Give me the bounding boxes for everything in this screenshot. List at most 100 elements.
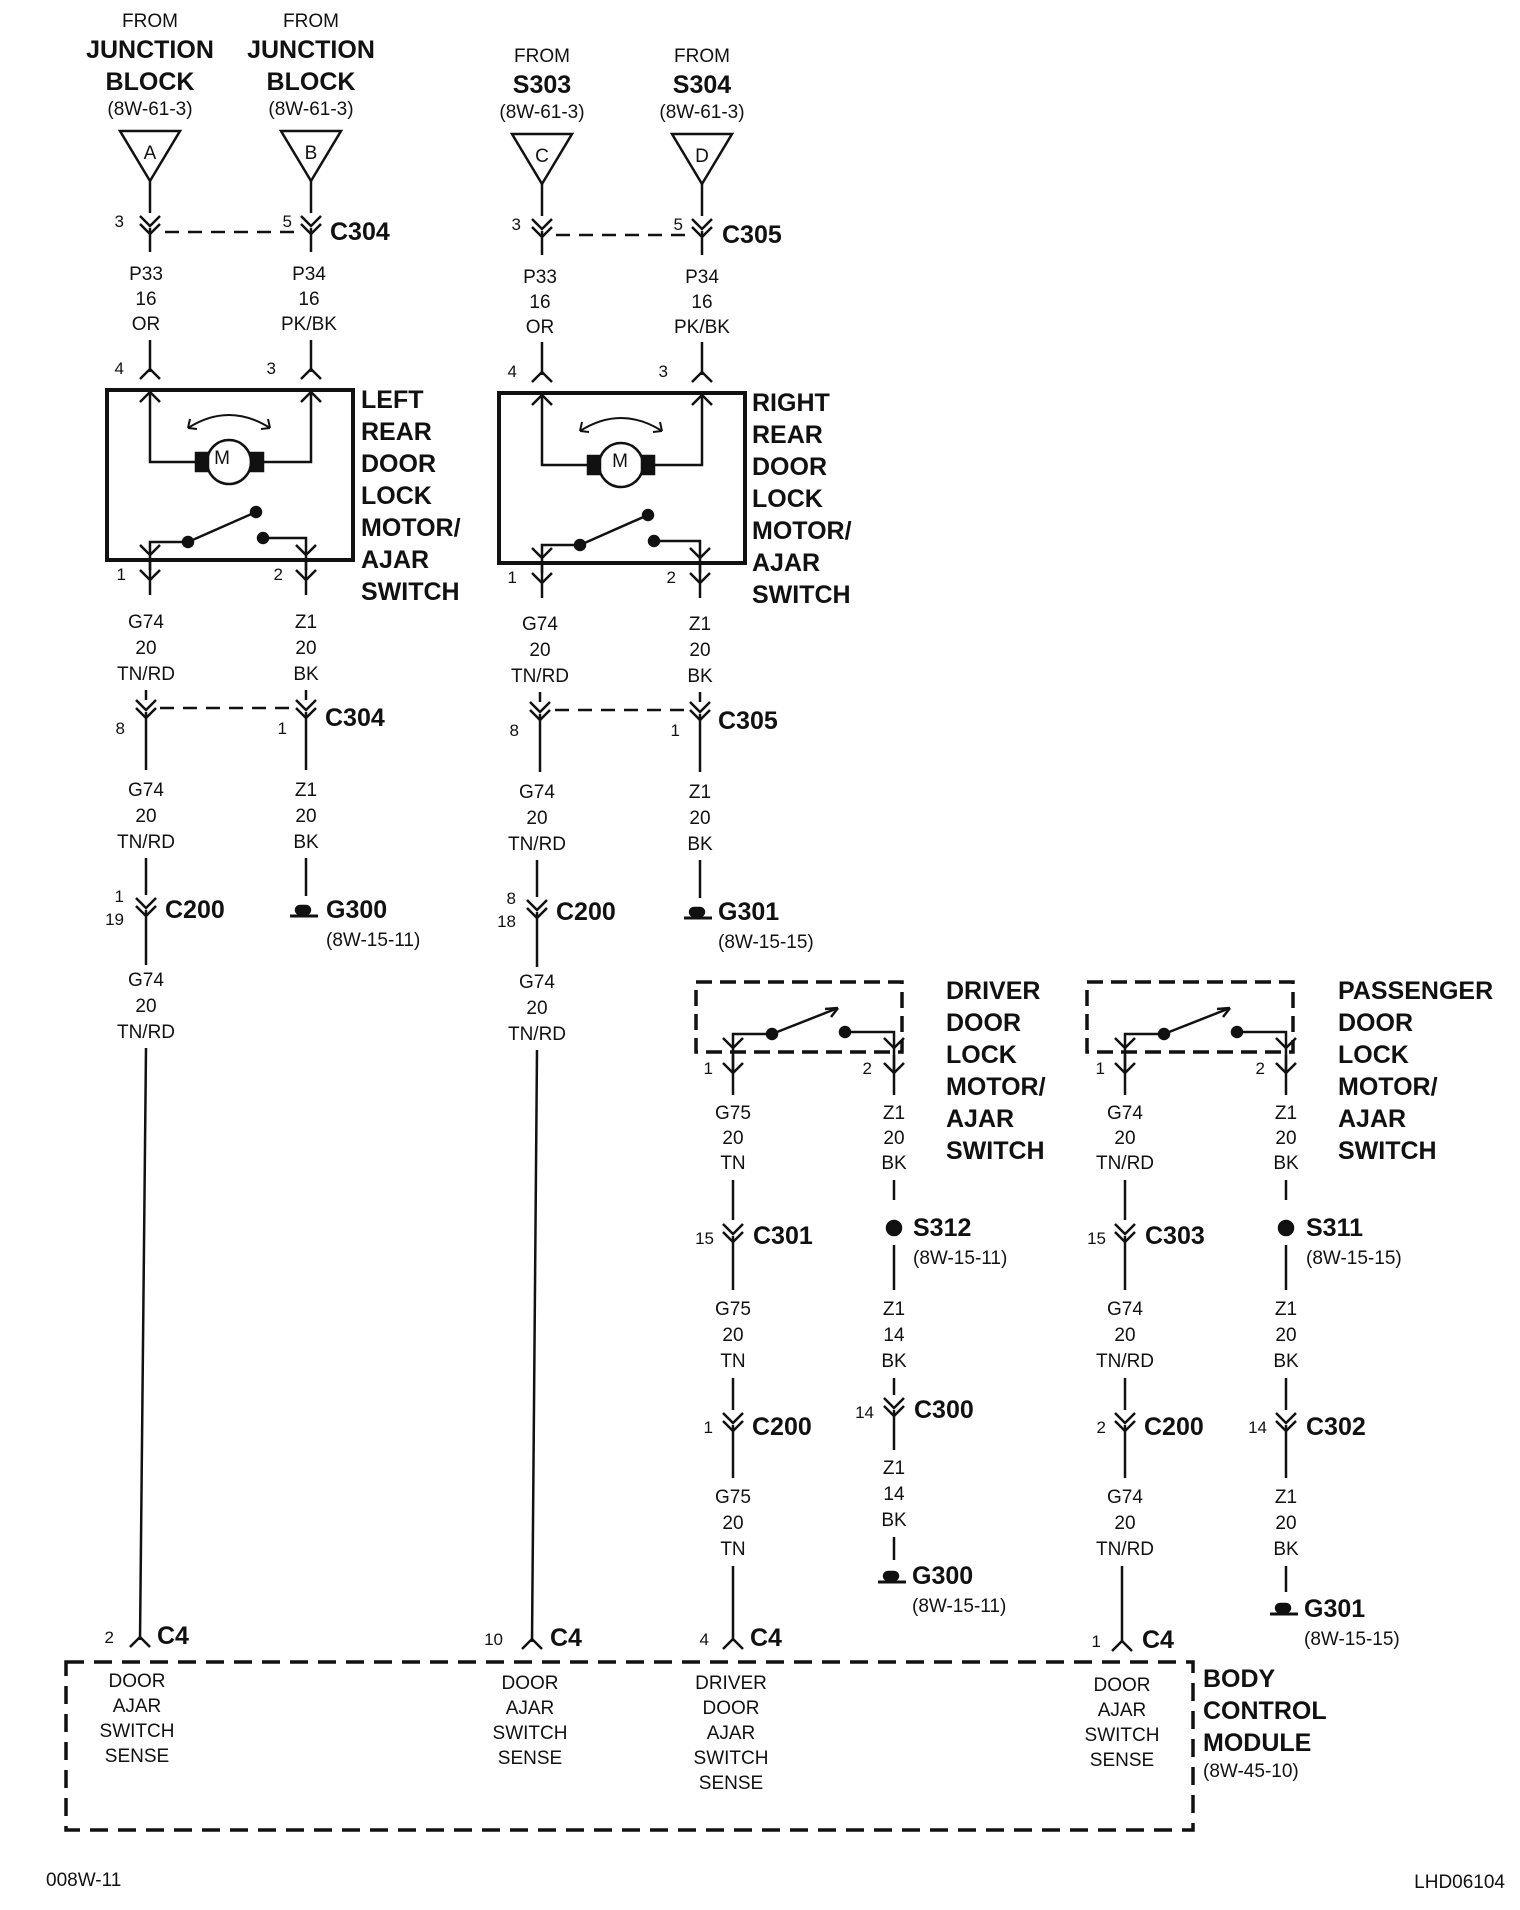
passenger-c303-s311 [1113, 1180, 1295, 1290]
sense1-l4: SENSE [105, 1746, 169, 1767]
pin-5-d: 5 [674, 215, 683, 234]
left-rear-l4: LOCK [361, 482, 432, 510]
ground-g300-driver-ref: (8W-15-11) [912, 1596, 1006, 1617]
wire-g74-color-l2: TN/RD [117, 832, 175, 853]
pin-8-right: 8 [510, 721, 519, 740]
right-rear-c200 [525, 860, 714, 967]
wire-z1-color-l2: BK [293, 832, 319, 853]
wire-z1-color-d3: BK [881, 1510, 907, 1531]
passenger-switch [1085, 980, 1298, 1095]
pin-3-right: 3 [659, 362, 668, 381]
pin-1-c305: 1 [671, 721, 680, 740]
splice-s312-ref: (8W-15-11) [913, 1248, 1007, 1269]
driver-bottom [731, 1537, 908, 1640]
bcm-sense-driver: DRIVER DOOR AJAR SWITCH SENSE [694, 1673, 769, 1794]
left-rear-c304-lower [134, 690, 318, 770]
connector-c304-lower: C304 [325, 704, 385, 732]
wire-g74-gauge-r3: 20 [526, 998, 547, 1019]
passenger-l1: PASSENGER [1338, 977, 1493, 1005]
left-rear-l7: SWITCH [361, 578, 460, 606]
right-rear-motor [497, 342, 747, 598]
wire-p34-gauge: 16 [298, 289, 319, 310]
wire-z1-color-r1: BK [687, 666, 713, 687]
wire-g75-code-d3: G75 [715, 1487, 751, 1508]
right-rear-l1: RIGHT [752, 389, 830, 417]
left-rear-l3: DOOR [361, 450, 436, 478]
passenger-c200-c302 [1113, 1378, 1298, 1478]
motor-m-left: M [214, 448, 230, 469]
source-a-letter: A [144, 143, 157, 164]
sense2-l1: DOOR [502, 1673, 559, 1694]
connector-c4-4: C4 [1142, 1626, 1174, 1654]
pin-4-c4: 4 [700, 1630, 709, 1649]
sense2-l2: AJAR [506, 1698, 555, 1719]
wire-z1-gauge-l1: 20 [295, 638, 316, 659]
wire-g74-gauge-p1: 20 [1114, 1128, 1135, 1149]
sense1-l2: AJAR [113, 1696, 162, 1717]
driver-c301-s312 [721, 1180, 903, 1290]
wire-p33-code-r: P33 [523, 267, 557, 288]
wire-z1-code-p1: Z1 [1275, 1103, 1297, 1124]
bcm-sense-2: DOOR AJAR SWITCH SENSE [493, 1673, 568, 1769]
right-rear-l6: AJAR [752, 549, 820, 577]
wire-z1-gauge-r2: 20 [689, 808, 710, 829]
driver-l6: SWITCH [946, 1137, 1045, 1165]
passenger-l4: MOTOR/ [1338, 1073, 1438, 1101]
passenger-label: PASSENGER DOOR LOCK MOTOR/ AJAR SWITCH [1338, 977, 1493, 1165]
wire-g74-gauge-l1: 20 [135, 638, 156, 659]
left-rear-l2: REAR [361, 418, 432, 446]
passenger-l5: AJAR [1338, 1105, 1406, 1133]
wire-z1-color-d1: BK [881, 1153, 907, 1174]
wire-z1-gauge-p2: 20 [1275, 1325, 1296, 1346]
pin-1-c200-left: 1 [115, 887, 124, 906]
left-rear-l1: LEFT [361, 386, 424, 414]
wire-p34-color: PK/BK [281, 314, 337, 335]
pin-4-right: 4 [508, 362, 517, 381]
connector-c304-top: C304 [330, 218, 390, 246]
source-b-triangle [278, 129, 344, 184]
right-rear-c305-lower [528, 692, 712, 772]
right-rear-l7: SWITCH [752, 581, 851, 609]
source-a: FROM JUNCTION BLOCK (8W-61-3) A [86, 11, 214, 184]
passenger-l3: LOCK [1338, 1041, 1409, 1069]
wire-g74-code-l3: G74 [128, 970, 164, 991]
wire-g74-gauge-l2: 20 [135, 806, 156, 827]
wire-z1-code-r1: Z1 [689, 614, 711, 635]
right-rear-l2: REAR [752, 421, 823, 449]
motor-m-right: M [612, 451, 628, 472]
wire-g74-color-r1: TN/RD [511, 666, 569, 687]
source-b-from: FROM [283, 11, 339, 32]
pin-14-c300: 14 [855, 1403, 874, 1422]
source-c: FROM S303 (8W-61-3) C [499, 46, 585, 187]
wire-p34-code: P34 [292, 264, 326, 285]
wire-p34-color-r: PK/BK [674, 317, 730, 338]
pin-2-driver: 2 [863, 1059, 872, 1078]
wire-g74-color-r3: TN/RD [508, 1024, 566, 1045]
source-a-name1: JUNCTION [86, 36, 214, 64]
bcm-sense-passenger: DOOR AJAR SWITCH SENSE [1085, 1675, 1160, 1771]
source-d-triangle [669, 132, 735, 187]
sense4-l3: SWITCH [1085, 1725, 1160, 1746]
ground-g301-top-ref: (8W-15-15) [718, 932, 814, 953]
pin-2-c4: 2 [105, 1628, 114, 1647]
splice-s311-ref: (8W-15-15) [1306, 1248, 1402, 1269]
wire-g75-gauge-d3: 20 [722, 1513, 743, 1534]
ground-g301-top: G301 [718, 898, 779, 926]
pin-8-left: 8 [116, 719, 125, 738]
ground-g301-passenger: G301 [1304, 1595, 1365, 1623]
wire-z1-code-p3: Z1 [1275, 1487, 1297, 1508]
pin-1-driver: 1 [704, 1059, 713, 1078]
wire-g74-code-r3: G74 [519, 972, 555, 993]
left-rear-label: LEFT REAR DOOR LOCK MOTOR/ AJAR SWITCH [361, 386, 461, 606]
wire-g75-color-d3: TN [720, 1539, 745, 1560]
sense1-l3: SWITCH [100, 1721, 175, 1742]
sense3-l4: SWITCH [694, 1748, 769, 1769]
pin-1-left: 1 [117, 565, 126, 584]
right-rear-top-wiring [530, 184, 714, 255]
connector-c4-3: C4 [750, 1624, 782, 1652]
wire-z1-gauge-r1: 20 [689, 640, 710, 661]
bcm-sense-1: DOOR AJAR SWITCH SENSE [100, 1671, 175, 1767]
source-c-letter: C [535, 146, 549, 167]
